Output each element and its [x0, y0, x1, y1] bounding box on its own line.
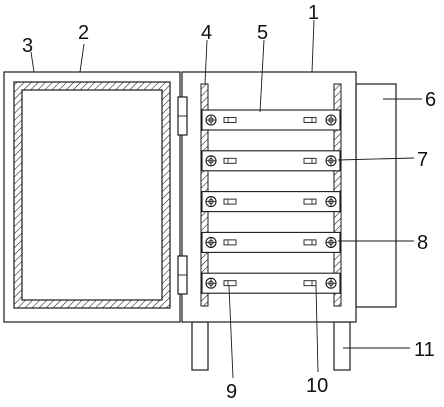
screw-right [325, 196, 337, 208]
leader-lines [30, 19, 422, 379]
hinge-bottom [177, 255, 188, 295]
shelf [201, 272, 341, 294]
label-3: 3 [22, 35, 33, 57]
shelf [201, 191, 341, 213]
slot-left [223, 239, 237, 246]
door-window [21, 89, 163, 301]
leg-left [191, 321, 209, 371]
slot-left [223, 198, 237, 205]
label-1: 1 [308, 2, 319, 24]
slot-right [303, 117, 317, 123]
shelf-board [201, 109, 341, 131]
shelf [201, 150, 341, 172]
screw-left [205, 236, 217, 248]
shelf-board [201, 150, 341, 172]
label-8: 8 [417, 232, 428, 254]
screw-left [205, 277, 217, 289]
label-5: 5 [257, 22, 268, 44]
shelf-board [201, 272, 341, 294]
slot-left [223, 157, 237, 164]
label-2: 2 [78, 22, 89, 44]
slot-right [303, 157, 317, 164]
shelf [201, 109, 341, 131]
label-9: 9 [226, 381, 237, 403]
screw-right [325, 236, 337, 248]
slot-right [303, 280, 317, 287]
slot-left [223, 117, 237, 123]
slot-right [303, 198, 317, 205]
screw-left [205, 196, 217, 208]
label-7: 7 [417, 149, 428, 171]
screw-right [325, 155, 337, 167]
screw-right [325, 114, 337, 126]
screw-right [325, 277, 337, 289]
slot-left [223, 280, 237, 287]
shelf-board [201, 191, 341, 213]
label-6: 6 [425, 89, 436, 111]
shelf-group [201, 109, 341, 294]
label-10: 10 [306, 375, 328, 397]
side-panel [355, 83, 397, 308]
screw-left [205, 155, 217, 167]
shelf-board [201, 231, 341, 253]
shelf [201, 231, 341, 253]
hinge-top [177, 96, 188, 136]
leg-right [333, 321, 351, 371]
screw-left [205, 114, 217, 126]
slot-right [303, 239, 317, 246]
label-11: 11 [414, 339, 435, 361]
label-4: 4 [201, 22, 212, 44]
